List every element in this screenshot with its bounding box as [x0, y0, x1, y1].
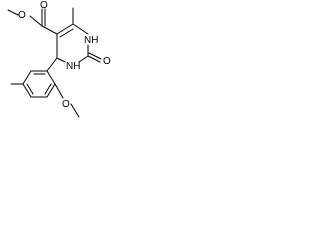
bond-c2-oxo-2 — [88, 52, 102, 60]
atom-label-o-methoxy: O — [62, 99, 70, 110]
bond-aryl-methoxy — [54, 83, 64, 99]
bond-ring-n3-c4 — [56, 57, 66, 63]
atom-label-o-ester-top: O — [40, 0, 48, 11]
bond-aryl-inner-3 — [44, 83, 52, 95]
bond-aryl-inner-2 — [26, 83, 34, 95]
bond-c4-aryl — [46, 57, 58, 72]
bond-aryl-5 — [46, 83, 56, 98]
bond-ring-c5-c6-double — [59, 28, 74, 38]
bond-ring-c6-n1 — [72, 23, 89, 35]
bond-ring-c5-c6 — [56, 23, 74, 35]
molecule-structure: O O NH NH O O — [7, 0, 111, 118]
bond-c2-oxo-1 — [87, 55, 101, 63]
bond-aryl-6 — [46, 70, 56, 85]
bond-methoxy-methyl — [70, 103, 80, 118]
atom-label-n-lower: NH — [66, 61, 80, 72]
atom-label-o-ester-single: O — [18, 10, 26, 21]
atom-label-n-upper: NH — [84, 35, 98, 46]
bond-ester-methyl — [7, 9, 19, 16]
bond-ester-ring — [41, 25, 58, 35]
bond-ester-o-c — [29, 15, 43, 27]
molecule-diagram: O O NH NH O O — [0, 0, 128, 122]
bond-aryl-2 — [22, 70, 32, 85]
bond-aryl-3 — [22, 83, 32, 98]
atom-label-o-carbonyl: O — [103, 56, 111, 67]
bond-ring-c2-n3 — [78, 55, 89, 63]
